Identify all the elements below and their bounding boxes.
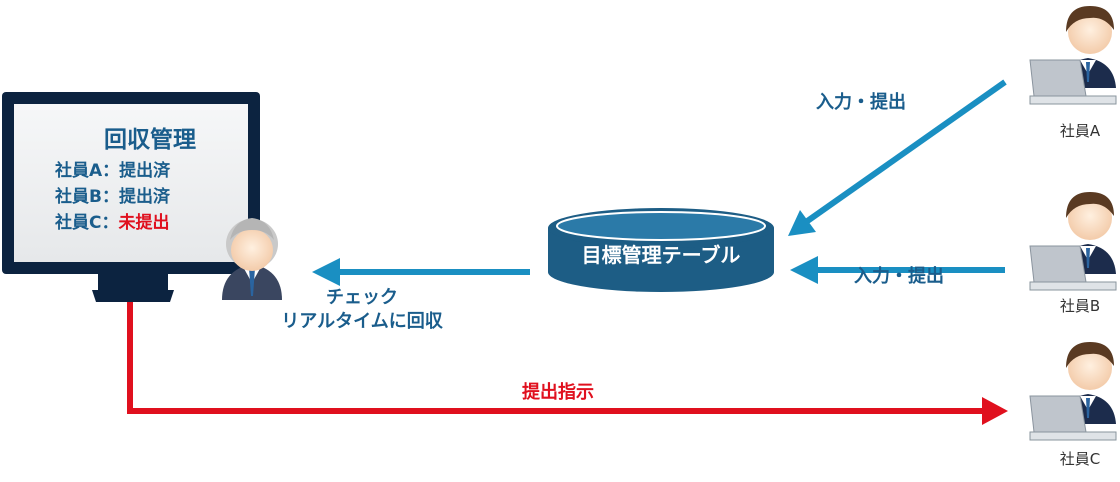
status-row-label: 社員B： — [55, 187, 119, 207]
status-row-label: 社員C： — [55, 213, 119, 233]
employee-b-name: 社員B — [1059, 297, 1101, 315]
employee-a-name: 社員A — [1059, 122, 1101, 140]
monitor — [2, 92, 260, 302]
status-row-employee-c: 社員C：未提出 — [55, 208, 169, 233]
employee-b-avatar — [1029, 192, 1117, 291]
arrow-employee-a-to-db — [788, 79, 1007, 236]
database-label: 目標管理テーブル — [581, 243, 741, 267]
arrow-employee-b-to-db — [790, 256, 1005, 284]
status-row-value: 提出済 — [119, 161, 171, 181]
monitor-title: 回収管理 — [104, 127, 196, 153]
employee-c-name: 社員C — [1059, 450, 1101, 468]
instruction-label: 提出指示 — [522, 382, 594, 403]
collect-label: リアルタイムに回収 — [281, 311, 443, 332]
status-row-employee-b: 社員B：提出済 — [55, 182, 170, 207]
arrow-instruction-to-employee-c — [127, 302, 1008, 425]
status-row-value-alert: 未提出 — [118, 213, 170, 233]
monitor-neck — [98, 274, 168, 290]
database-cylinder — [548, 208, 774, 292]
status-row-value: 提出済 — [118, 187, 170, 207]
status-row-label: 社員A： — [55, 161, 120, 181]
manager-caption: チェック リアルタイムに回収 — [262, 286, 462, 334]
status-row-employee-a: 社員A：提出済 — [55, 156, 170, 181]
check-label: チェック — [326, 287, 398, 308]
arrow-db-to-manager — [312, 258, 530, 286]
manager-avatar — [222, 218, 282, 300]
input-label-employee-a: 入力・提出 — [816, 92, 906, 113]
employee-c-avatar — [1029, 342, 1117, 441]
employee-a-avatar — [1029, 6, 1117, 105]
monitor-stand — [92, 290, 174, 302]
monitor-screen — [14, 104, 248, 262]
input-label-employee-b: 入力・提出 — [854, 266, 944, 287]
